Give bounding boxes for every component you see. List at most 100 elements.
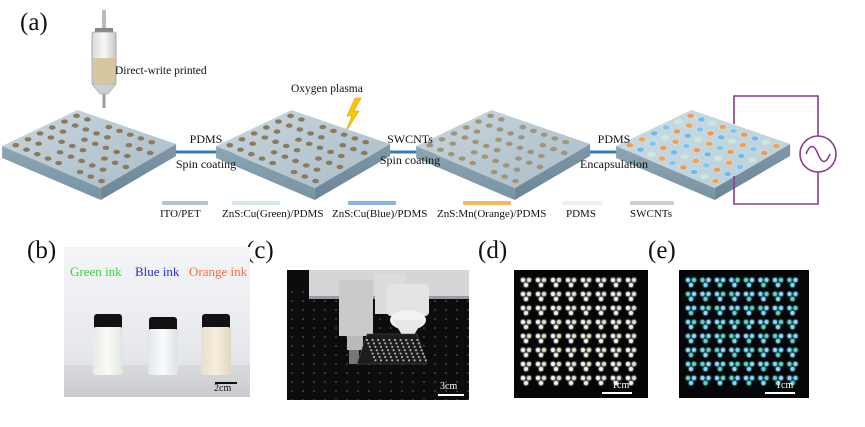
array-dot [611,362,615,366]
luminescent-dot [708,121,716,126]
array-dot [686,348,690,352]
array-dot [744,292,748,296]
array-dot [539,297,543,301]
luminescent-dot [650,131,658,136]
printed-dot [402,359,405,362]
array-dot [761,353,766,357]
array-dot [721,334,725,338]
array-dot [764,348,769,352]
array-dot [524,325,528,329]
printed-dot [516,145,524,150]
array-dot [758,306,763,310]
array-dot [790,381,795,385]
printed-dot [402,345,405,348]
array-dot [557,376,561,380]
printed-dot [515,156,522,161]
printed-dot [78,158,85,164]
printed-dot [388,352,391,355]
printed-dot [495,137,502,142]
printed-dot [419,345,422,348]
array-dot [554,325,558,329]
printed-dot [302,163,310,168]
printed-dot [33,152,41,157]
printed-dot [424,359,427,362]
array-dot [572,320,576,324]
array-dot [779,292,783,296]
array-dot [521,306,525,310]
array-dot [747,381,751,385]
luminescent-dot [762,140,770,145]
step2-top-label: SWCNTs [387,132,433,146]
array-dot [700,306,705,310]
printed-dot [417,355,420,359]
array-dot [758,362,763,366]
printed-dot [416,338,419,342]
luminescent-dot [687,113,694,119]
array-dot [758,348,763,352]
array-dot [747,297,751,301]
array-dot [584,381,588,385]
array-dot [527,292,531,296]
device-array-white-dots [519,276,638,387]
substrate-plasma [216,110,391,200]
printed-dot [413,345,416,348]
panel-label-b: (b) [27,237,57,264]
array-dot [539,381,543,385]
printed-dot [449,141,457,146]
array-dot [614,367,618,371]
printed-dot [269,160,277,166]
array-dot [758,320,763,324]
printed-dot [407,359,411,362]
array-dot [581,306,585,310]
array-dot [776,381,780,385]
array-dot [700,348,705,352]
array-dot [524,339,528,343]
array-dot [617,348,621,352]
printed-dot [287,113,294,119]
array-dot [554,353,558,357]
array-dot [614,339,618,343]
luminescent-dot [695,137,702,142]
printed-dot [368,345,371,348]
array-dot [706,292,711,296]
printed-dot [386,349,390,352]
printed-dot [399,338,402,342]
printed-dot [313,167,321,172]
array-dot [686,334,690,338]
luminescent-dot [750,146,757,152]
array-dot [706,278,711,282]
printed-dot [382,352,385,355]
luminescent-dot [728,139,736,144]
luminescent-dot [626,143,634,148]
array-dot [551,306,555,310]
array-dot [764,278,769,282]
array-dot [776,297,780,301]
printed-dot [485,123,493,128]
printed-dot [48,125,56,130]
array-dot [776,367,780,371]
array-dot [524,367,528,371]
array-dot [790,367,795,371]
array-dot [721,292,725,296]
array-dot [599,325,603,329]
printed-dot [378,355,381,359]
printed-dot [382,338,385,342]
printed-dot [73,113,80,119]
printed-dot [393,352,397,355]
array-dot [539,339,543,343]
printed-dot [519,124,527,130]
array-dot [617,292,621,296]
array-dot [779,376,783,380]
array-dot [611,320,615,324]
array-dot [602,348,606,352]
printed-dot [47,135,55,140]
printed-dot [339,143,347,148]
array-dot [732,367,737,371]
array-dot [776,283,780,287]
printed-dot [507,131,514,136]
array-dot [536,306,540,310]
printed-dot [527,149,534,155]
array-dot [729,334,734,338]
printed-dot [492,158,499,164]
array-dot [602,334,606,338]
